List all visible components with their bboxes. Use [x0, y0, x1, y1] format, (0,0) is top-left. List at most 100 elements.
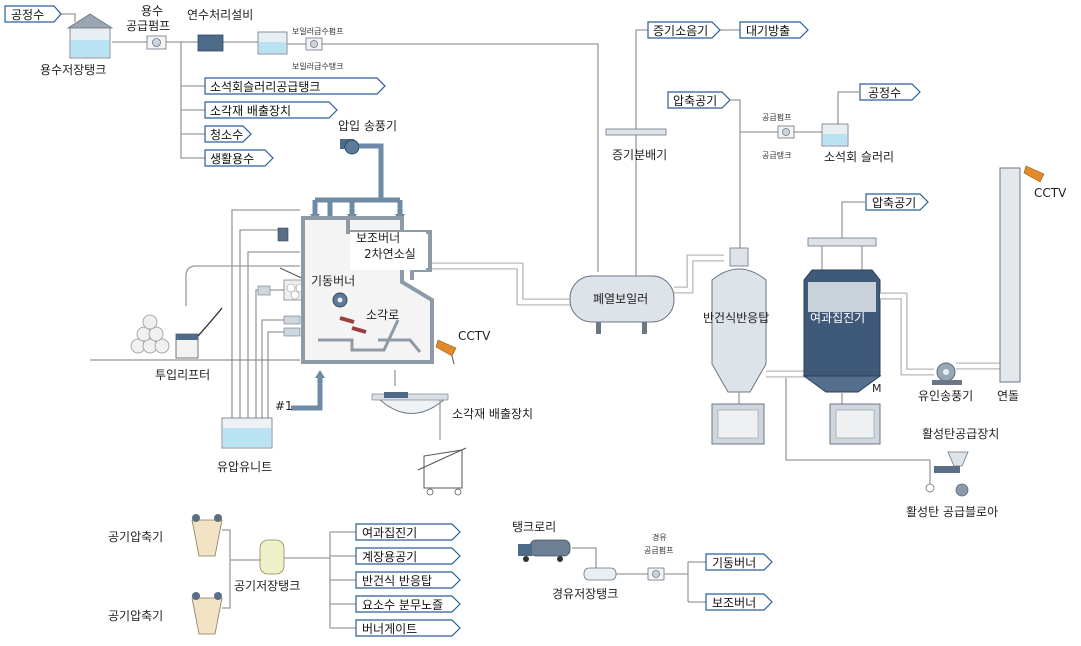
ash-discharge-device: 소각재 배출장치 [371, 370, 533, 496]
svg-text:보조버너: 보조버너 [712, 596, 756, 610]
semi-dry-reactor: 반건식반응탑 [703, 247, 769, 445]
waste-heat-boiler: 폐열보일러 [569, 275, 675, 334]
boiler-feed-tank-label: 보일러급수탱크 [292, 61, 344, 71]
softening-equipment-label: 연수처리설비 [187, 8, 253, 22]
slaked-lime-slurry-tank-tag: 소석회슬러리공급탱크 [204, 77, 386, 95]
valve-icon [925, 483, 935, 493]
ash-discharge-device-label: 소각재 배출장치 [452, 407, 533, 421]
svg-text:반건식 반응탑: 반건식 반응탑 [362, 574, 432, 588]
svg-text:버너게이트: 버너게이트 [362, 622, 417, 636]
air-compressor-1-label: 공기압축기 [108, 530, 163, 544]
stack: 연돌 [997, 167, 1021, 403]
air-dest-urea-nozzle-tag: 요소수 분무노즐 [355, 595, 461, 613]
input-lifter-label: 투입리프터 [155, 368, 210, 382]
water-supply-pump-label-1: 용수 [141, 4, 163, 18]
hydraulic-unit: 유압유니트 [217, 417, 273, 474]
svg-text:공정수: 공정수 [11, 8, 44, 22]
ash-discharge-device-tag: 소각재 배출장치 [204, 101, 338, 119]
cctv-incinerator-label: CCTV [458, 329, 491, 343]
pump-icon [652, 570, 660, 578]
svg-text:압축공기: 압축공기 [673, 94, 717, 108]
activated-carbon-blower-label: 활성탄 공급블로아 [906, 505, 998, 519]
air-storage-tank-label: 공기저장탱크 [234, 579, 300, 593]
oil-dest-aux-burner-tag: 보조버너 [705, 593, 773, 611]
svg-text:소석회슬러리공급탱크: 소석회슬러리공급탱크 [210, 80, 320, 94]
cctv-stack: CCTV [1023, 165, 1067, 200]
water-supply-pump-label-2: 공급펌프 [126, 19, 170, 33]
bag-filter-label: 여과집진기 [810, 311, 865, 325]
hydraulic-unit-label: 유압유니트 [217, 460, 272, 474]
svg-text:공정수: 공정수 [868, 86, 901, 100]
oil-dest-startup-burner-tag: 기동버너 [705, 553, 773, 571]
air-dest-reactor-tag: 반건식 반응탑 [355, 571, 461, 589]
light-oil-system: 탱크로리 경유저장탱크 경유 공급펌프 [512, 520, 706, 603]
semi-dry-reactor-label: 반건식반응탑 [703, 311, 769, 325]
flue-gas-duct-4 [880, 292, 1000, 376]
pressure-blower-label: 압입 송풍기 [338, 119, 397, 133]
flue-gas-duct-2 [674, 254, 724, 294]
compressed-air-tag-1: 압축공기 [667, 91, 741, 250]
svg-text:기동버너: 기동버너 [712, 556, 756, 570]
boiler-feed-pump-label: 보일러급수펌프 [292, 26, 344, 36]
light-oil-pump-label-1: 경유 [652, 532, 667, 542]
svg-text:요소수 분무노즐: 요소수 분무노즐 [362, 598, 443, 612]
pressure-blower-fan [344, 139, 360, 155]
secondary-chamber-label: 2차연소실 [364, 247, 416, 261]
svg-text:압축공기: 압축공기 [872, 196, 916, 210]
waste-hopper [279, 267, 307, 301]
waste-heat-boiler-label: 폐열보일러 [593, 292, 648, 306]
induced-fan-label: 유인송풍기 [918, 389, 973, 403]
svg-text:여과집진기: 여과집진기 [362, 526, 417, 540]
light-oil-storage-tank-label: 경유저장탱크 [552, 587, 618, 601]
light-oil-pump-label-2: 공급펌프 [644, 545, 673, 555]
pump-icon [782, 128, 790, 136]
svg-text:생활용수: 생활용수 [210, 152, 254, 166]
svg-text:소각재 배출장치: 소각재 배출장치 [210, 104, 291, 118]
tank-lorry-label: 탱크로리 [512, 520, 556, 534]
flue-gas-duct-1 [432, 262, 570, 306]
process-water-tag-top: 공정수 [4, 5, 62, 23]
cctv-stack-label: CCTV [1034, 186, 1067, 200]
steam-silencer-tag: 증기소음기 [647, 21, 721, 39]
incinerator: 보조버너 2차연소실 기동버너 소각로 #1 [275, 216, 434, 413]
water-supply-pump: 용수 공급펌프 [126, 4, 170, 50]
water-storage-tank: 용수저장탱크 [40, 13, 114, 77]
svg-text:청소수: 청소수 [210, 128, 243, 142]
svg-text:증기소음기: 증기소음기 [653, 24, 708, 38]
input-lifter: 투입리프터 [90, 307, 300, 382]
atmosphere-release-tag: 대기방출 [739, 21, 809, 39]
activated-carbon-feeder-label: 활성탄공급장치 [922, 427, 999, 441]
compressed-air-system: 공기압축기 공기압축기 공기저장탱크 [108, 514, 356, 635]
bag-filter: 여과집진기 M [802, 237, 882, 445]
pump-icon [310, 40, 318, 48]
air-compressor-2-label: 공기압축기 [108, 609, 163, 623]
svg-text:대기방출: 대기방출 [746, 24, 790, 38]
water-storage-tank-label: 용수저장탱크 [40, 63, 106, 77]
compressed-air-tag-2: 압축공기 [841, 193, 929, 240]
supply-tank-label: 공급탱크 [762, 150, 791, 160]
process-water-tag-right: 공정수 [837, 83, 921, 126]
domestic-water-tag: 생활용수 [204, 149, 274, 167]
water-supply-piping [60, 13, 599, 272]
incinerator-label: 소각로 [366, 308, 399, 322]
cctv-camera-icon [1023, 165, 1045, 183]
hydraulic-control-lines [185, 209, 315, 418]
air-dest-burner-gate-tag: 버너게이트 [355, 619, 461, 637]
startup-burner-label: 기동버너 [311, 274, 355, 288]
slaked-lime-slurry-label: 소석회 슬러리 [824, 150, 894, 164]
motor-icon [955, 483, 969, 497]
cctv-camera-icon [435, 339, 457, 357]
steam-piping: 증기분배기 [605, 29, 740, 276]
motor-m-label: M [872, 382, 882, 395]
flue-gas-duct-3 [766, 370, 930, 461]
steam-distributor-label: 증기분배기 [612, 148, 667, 162]
air-dest-instrument-tag: 계장용공기 [355, 547, 461, 565]
cctv-incinerator: CCTV [435, 329, 491, 365]
hash-1-bottom-label: #1 [275, 399, 293, 413]
aux-burner-label: 보조버너 [356, 231, 400, 245]
slaked-lime-supply: 공급펌프 공급탱크 소석회 슬러리 [740, 112, 894, 164]
stack-label: 연돌 [997, 389, 1019, 403]
air-dest-bag-filter-tag: 여과집진기 [355, 523, 461, 541]
boiler-feed-tank: 보일러급수펌프 보일러급수탱크 [257, 26, 344, 71]
